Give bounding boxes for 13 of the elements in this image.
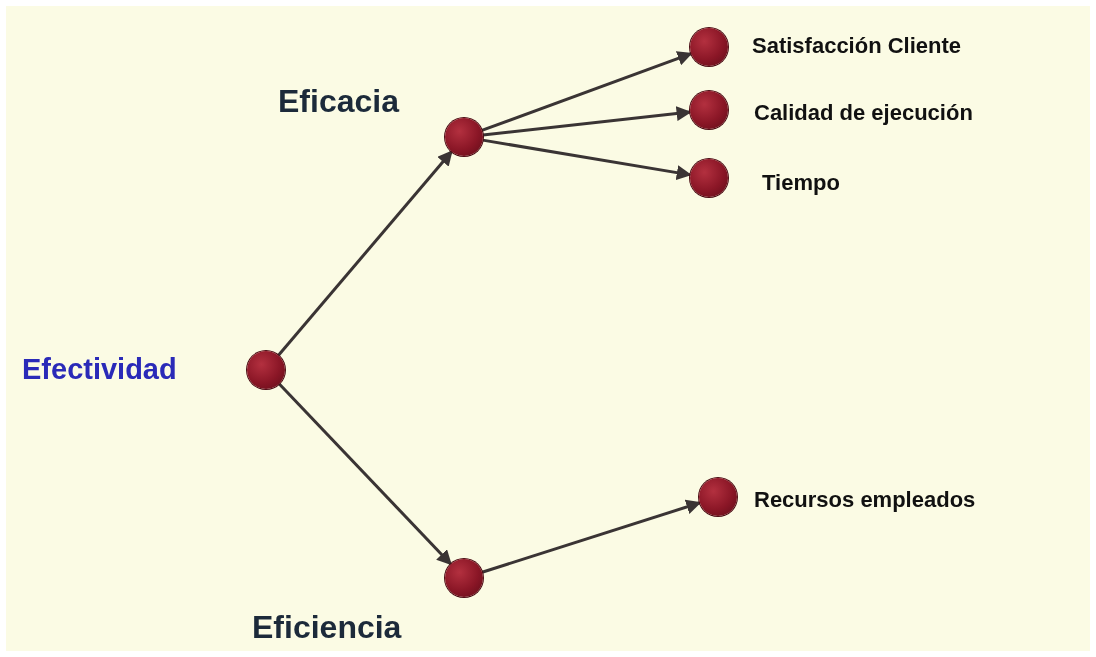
node-label: Recursos empleados bbox=[754, 487, 976, 513]
arrow bbox=[278, 382, 452, 566]
arrow bbox=[481, 51, 693, 132]
node-label: Calidad de ejecución bbox=[754, 100, 973, 126]
arrow bbox=[482, 106, 692, 137]
node-label: Eficiencia bbox=[252, 610, 402, 646]
arrow bbox=[481, 499, 702, 574]
node-label: Satisfacción Cliente bbox=[752, 33, 962, 59]
node-label: Efectividad bbox=[22, 354, 177, 386]
node-label: Eficacia bbox=[278, 84, 399, 120]
node-label: Tiempo bbox=[762, 170, 840, 196]
arrow bbox=[482, 138, 692, 181]
arrow bbox=[277, 150, 453, 357]
